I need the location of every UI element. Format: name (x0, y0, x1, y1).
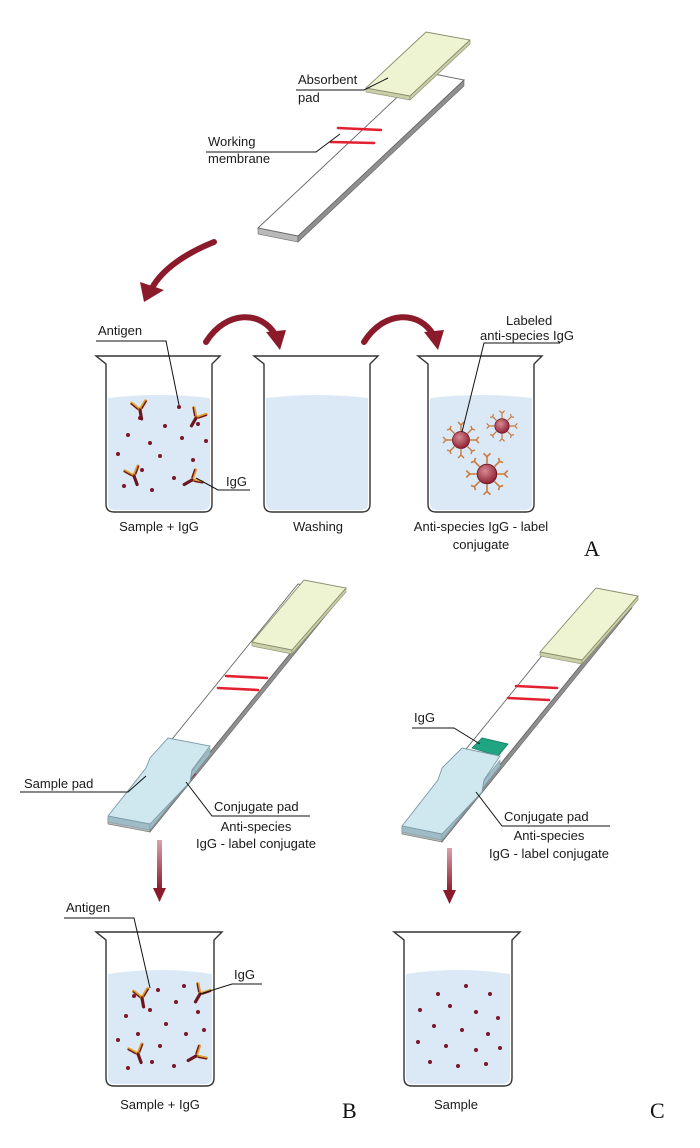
arrow-to-washing (203, 314, 286, 350)
arrow-down-b (153, 840, 166, 902)
labeled-label-2: anti-species IgG (480, 328, 574, 343)
control-line-c (506, 696, 551, 702)
absorbent-pad (365, 31, 471, 97)
test-line-b (224, 674, 269, 680)
antigen-label-b: Antigen (66, 900, 110, 915)
absorbent-pad-label-1: Absorbent (298, 72, 358, 87)
caption-beaker-b: Sample + IgG (120, 1097, 200, 1112)
sample-pad-leader-b (20, 775, 147, 793)
absorbent-pad-b (251, 579, 347, 651)
test-strip-c (401, 587, 639, 843)
arrow-down-c (443, 848, 456, 904)
beaker-sample-igg-b (94, 931, 224, 1087)
test-line (336, 126, 383, 132)
absorbent-pad-leader (296, 77, 389, 91)
beaker-conjugate (416, 355, 544, 513)
caption-beaker3-2: conjugate (453, 537, 509, 552)
caption-beaker2: Washing (293, 519, 343, 534)
caption-beaker3-1: Anti-species IgG - label (414, 519, 549, 534)
caption-beaker-c: Sample (434, 1097, 478, 1112)
working-membrane-leader (206, 133, 341, 153)
igg-label-b: IgG (234, 967, 255, 982)
beaker-sample-igg (94, 355, 222, 513)
conjugate-desc-c-2: IgG - label conjugate (489, 846, 609, 861)
conjugate-pad-leader-b (185, 781, 310, 817)
conjugate-desc-b-2: IgG - label conjugate (196, 836, 316, 851)
sample-pad-label: Sample pad (24, 776, 93, 791)
igg-leader-c (412, 727, 481, 745)
igg-label-a: IgG (226, 474, 247, 489)
panel-label-c: C (650, 1098, 665, 1123)
conjugate-pad-leader-c (475, 791, 610, 827)
sample-pad-c (401, 747, 501, 835)
test-strip-top (257, 31, 471, 243)
arrow-strip-to-sample (140, 239, 217, 302)
antigen-leader-b (64, 917, 151, 989)
absorbent-pad-c (539, 587, 639, 661)
conjugate-pad-label-b: Conjugate pad (214, 799, 299, 814)
labeled-label-1: Labeled (506, 313, 552, 328)
test-strip-b (107, 579, 347, 833)
antigen-leader-a (96, 340, 180, 406)
beaker-washing (252, 355, 380, 513)
panel-label-b: B (342, 1098, 357, 1123)
igg-label-c: IgG (414, 710, 435, 725)
arrow-to-conjugate (361, 314, 444, 350)
control-line (329, 140, 376, 145)
antigen-dots-beaker-c (416, 984, 502, 1068)
conjugate-desc-b-1: Anti-species (221, 819, 292, 834)
panel-label-a: A (584, 536, 600, 561)
igg-leader-b (199, 983, 262, 995)
absorbent-pad-label-2: pad (298, 90, 320, 105)
test-line-c (514, 684, 559, 690)
sample-pad-b (107, 737, 211, 825)
caption-beaker1: Sample + IgG (119, 519, 199, 534)
antigen-dots-beaker-b (116, 984, 206, 1070)
beaker-sample-c (392, 931, 522, 1087)
working-membrane-label-2: membrane (208, 151, 270, 166)
labeled-igg-leader (461, 342, 560, 433)
control-line-b (216, 686, 260, 692)
igg-leader-a (195, 477, 250, 491)
working-membrane-label-1: Working (208, 134, 255, 149)
antigen-label-a: Antigen (98, 323, 142, 338)
conjugate-desc-c-1: Anti-species (514, 828, 585, 843)
conjugate-pad-label-c: Conjugate pad (504, 809, 589, 824)
